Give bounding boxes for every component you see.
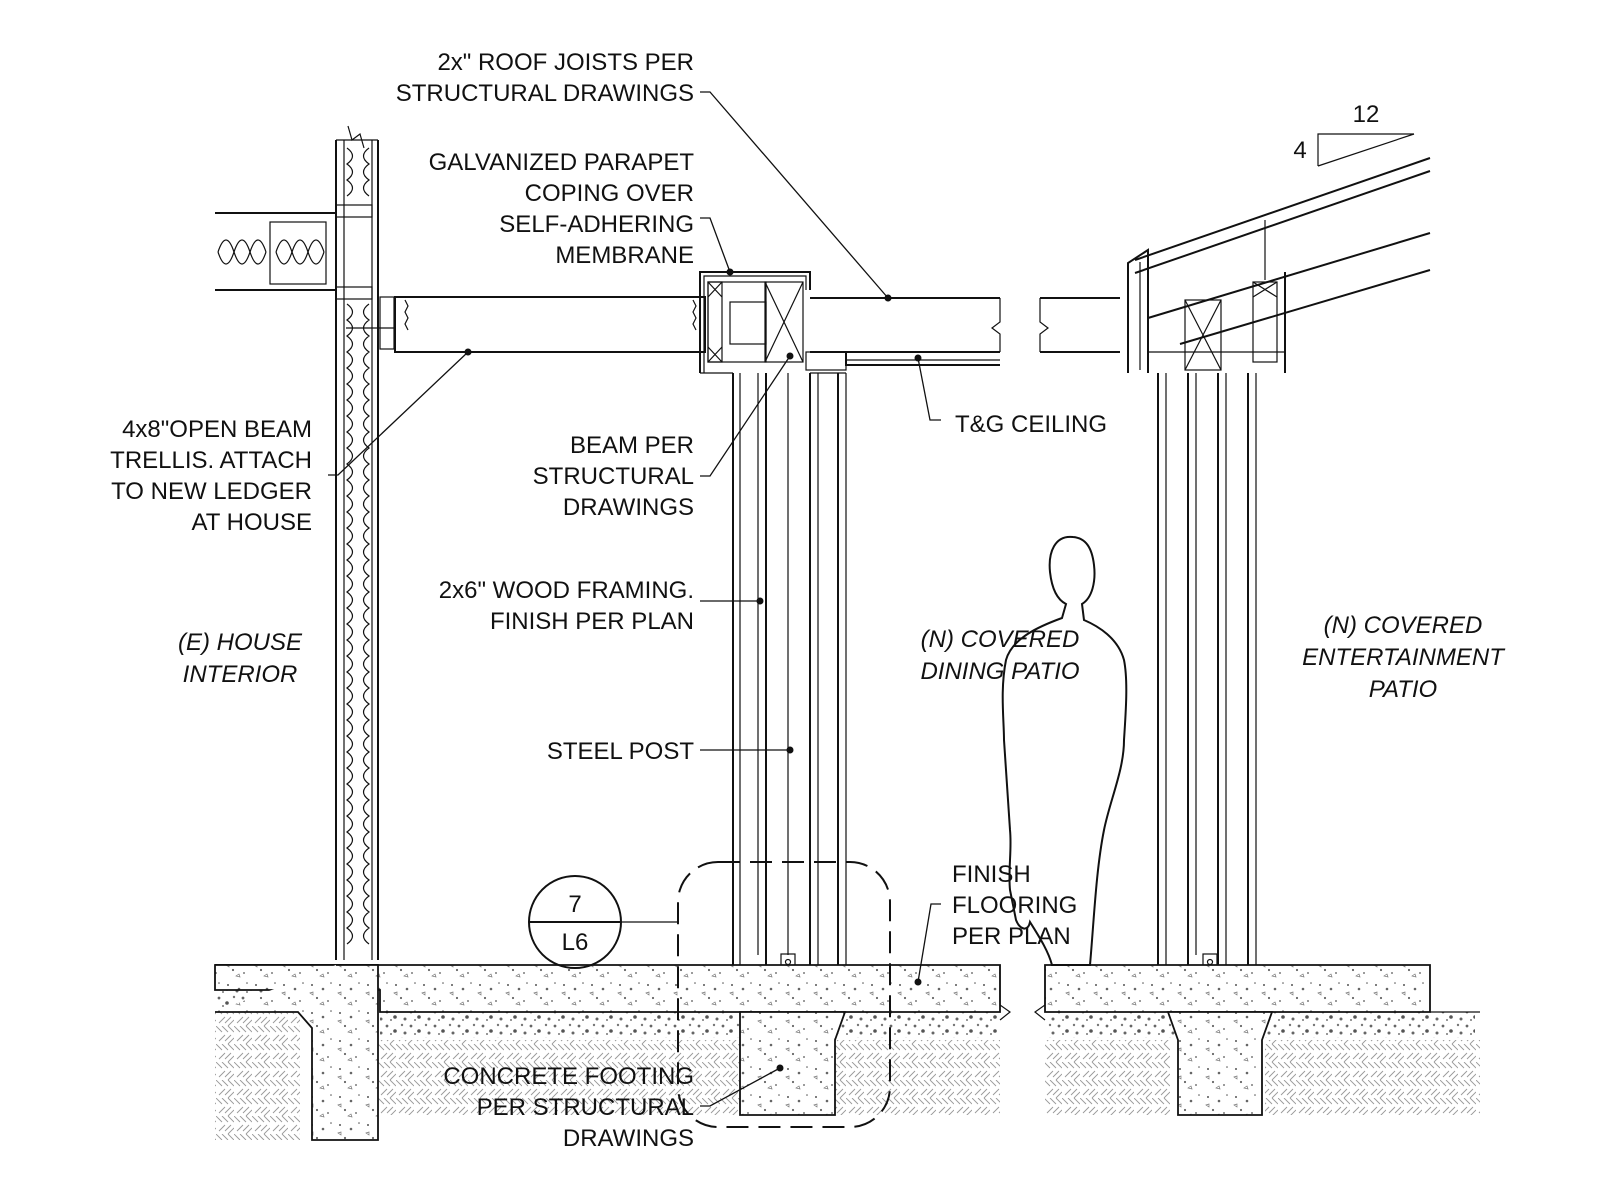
parapet-label: GALVANIZED PARAPET COPING OVER SELF-ADHE… — [429, 149, 695, 269]
detail-tag: 7 L6 — [528, 875, 622, 969]
svg-text:BEAM PER: BEAM PER — [570, 432, 694, 459]
svg-text:STRUCTURAL: STRUCTURAL — [533, 463, 694, 490]
framing-label: 2x6" WOOD FRAMING. FINISH PER PLAN — [439, 577, 694, 635]
svg-text:SELF-ADHERING: SELF-ADHERING — [499, 211, 694, 238]
svg-text:DRAWINGS: DRAWINGS — [563, 1125, 694, 1152]
svg-text:4x8"OPEN BEAM: 4x8"OPEN BEAM — [122, 416, 312, 443]
steel-post-label: STEEL POST — [547, 738, 694, 765]
svg-text:(N) COVERED: (N) COVERED — [1324, 612, 1483, 639]
ceiling-insulation — [217, 239, 325, 265]
slope-rise: 4 — [1293, 137, 1306, 164]
svg-text:PATIO: PATIO — [1369, 676, 1437, 703]
leader-lines — [328, 91, 941, 1107]
svg-text:FLOORING: FLOORING — [952, 892, 1077, 919]
slab-and-footings — [214, 964, 1480, 1141]
entertainment-patio-label: (N) COVERED ENTERTAINMENT PATIO — [1302, 612, 1506, 703]
svg-text:(N) COVERED: (N) COVERED — [921, 626, 1080, 653]
dining-patio-label: (N) COVERED DINING PATIO — [920, 626, 1079, 685]
svg-text:2x6" WOOD FRAMING.: 2x6" WOOD FRAMING. — [439, 577, 694, 604]
wall-insulation — [345, 147, 371, 197]
svg-text:(E) HOUSE: (E) HOUSE — [178, 629, 303, 656]
svg-text:FINISH: FINISH — [952, 861, 1031, 888]
house-interior-label: (E) HOUSE INTERIOR — [178, 629, 303, 688]
svg-text:INTERIOR: INTERIOR — [183, 661, 298, 688]
detail-sheet: L6 — [562, 929, 589, 956]
svg-text:PER PLAN: PER PLAN — [952, 923, 1071, 950]
detail-number: 7 — [568, 891, 581, 918]
svg-text:MEMBRANE: MEMBRANE — [555, 242, 694, 269]
beam-label: BEAM PER STRUCTURAL DRAWINGS — [533, 432, 694, 521]
trellis-label: 4x8"OPEN BEAM TRELLIS. ATTACH TO NEW LED… — [110, 416, 312, 536]
person-silhouette — [1001, 535, 1128, 966]
svg-text:GALVANIZED PARAPET: GALVANIZED PARAPET — [429, 149, 695, 176]
detail-callout-outline — [677, 861, 891, 1128]
svg-text:CONCRETE FOOTING: CONCRETE FOOTING — [443, 1063, 694, 1090]
svg-text:DRAWINGS: DRAWINGS — [563, 494, 694, 521]
entertainment-post-assembly — [1039, 157, 1431, 1018]
svg-text:DINING PATIO: DINING PATIO — [920, 658, 1079, 685]
finish-flooring-label: FINISH FLOORING PER PLAN — [952, 861, 1077, 950]
svg-text:FINISH PER PLAN: FINISH PER PLAN — [490, 608, 694, 635]
dining-post-assembly — [699, 271, 1001, 1018]
trellis-beam — [394, 296, 706, 353]
house-wall — [215, 125, 395, 966]
svg-text:COPING OVER: COPING OVER — [525, 180, 694, 207]
svg-text:STRUCTURAL DRAWINGS: STRUCTURAL DRAWINGS — [396, 80, 694, 107]
roof-joists-label: 2x" ROOF JOISTS PER STRUCTURAL DRAWINGS — [396, 49, 694, 107]
slope-indicator — [1317, 133, 1415, 167]
svg-text:TRELLIS. ATTACH: TRELLIS. ATTACH — [110, 447, 312, 474]
svg-text:TO NEW LEDGER: TO NEW LEDGER — [111, 478, 312, 505]
tg-ceiling-label: T&G CEILING — [955, 411, 1107, 438]
svg-text:ENTERTAINMENT: ENTERTAINMENT — [1302, 644, 1506, 671]
slope-run: 12 — [1353, 101, 1380, 128]
svg-text:AT HOUSE: AT HOUSE — [192, 509, 312, 536]
svg-text:PER STRUCTURAL: PER STRUCTURAL — [477, 1094, 694, 1121]
parapet-coping — [699, 271, 811, 373]
svg-text:2x" ROOF JOISTS PER: 2x" ROOF JOISTS PER — [437, 49, 694, 76]
footing-label: CONCRETE FOOTING PER STRUCTURAL DRAWINGS — [443, 1063, 694, 1152]
